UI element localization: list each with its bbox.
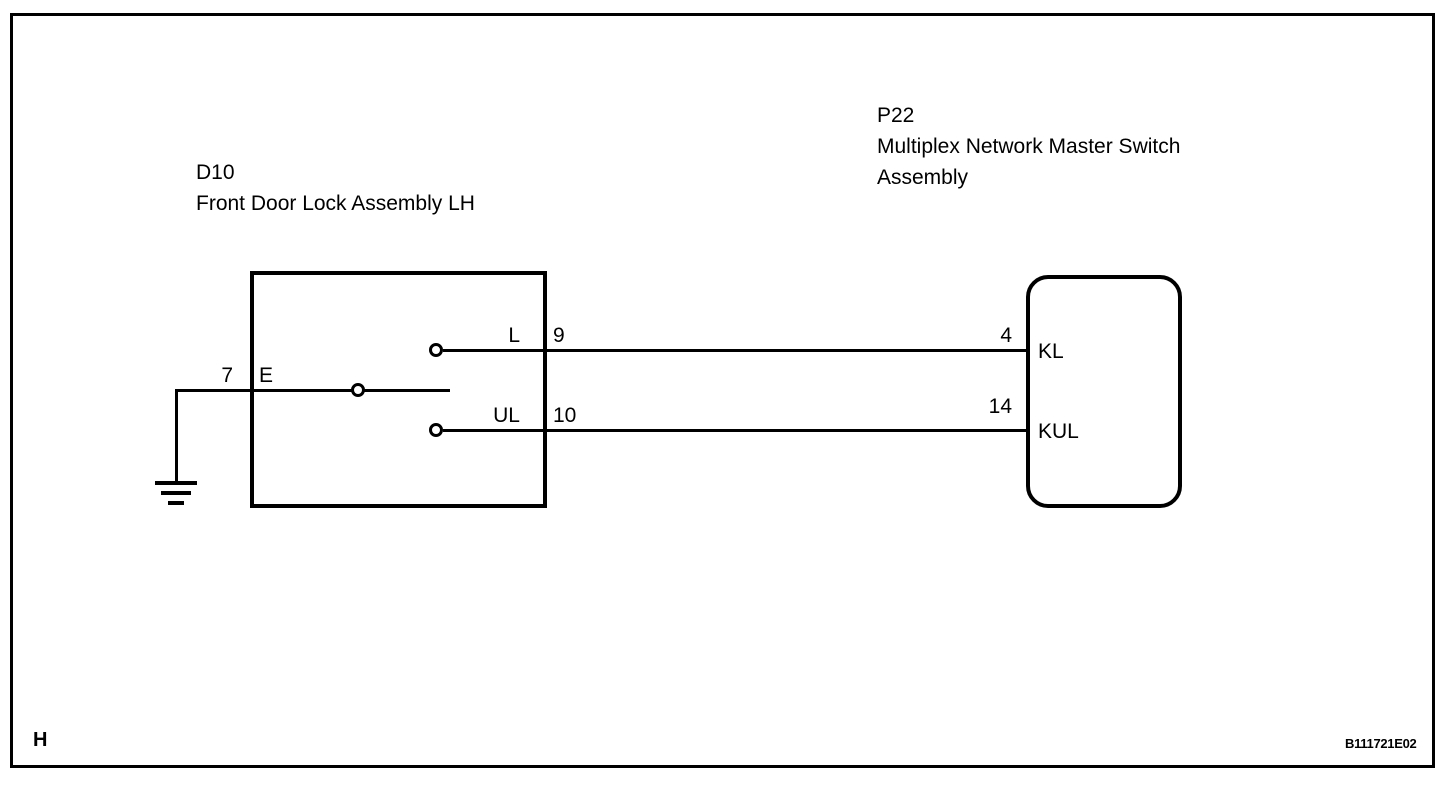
switch-contact-terminal-ul (429, 423, 443, 437)
terminal-name-e: E (259, 364, 274, 387)
diagram-frame (10, 13, 1435, 768)
pin-number-10: 10 (553, 404, 577, 427)
pin-number-7: 7 (221, 364, 233, 387)
pin-number-14: 14 (988, 395, 1012, 418)
wire-ground-stem (175, 389, 178, 483)
terminal-name-ul: UL (493, 404, 520, 427)
component-label-d10: D10 Front Door Lock Assembly LH (196, 161, 475, 215)
wire-ul-to-kul (443, 429, 1030, 432)
wire-l-to-kl (443, 349, 1030, 352)
terminal-name-kul: KUL (1038, 420, 1079, 443)
pin-number-9: 9 (553, 324, 565, 347)
component-box-p22 (1026, 275, 1182, 508)
figure-code: B111721E02 (1345, 736, 1417, 751)
ground-bar-1 (155, 481, 197, 485)
terminal-name-kl: KL (1038, 340, 1064, 363)
wire-ground-to-pin7 (175, 389, 450, 392)
switch-contact-terminal-l (429, 343, 443, 357)
terminal-name-l: L (508, 324, 520, 347)
switch-common-contact-terminal (351, 383, 365, 397)
ground-bar-2 (161, 491, 191, 495)
sheet-marker: H (33, 729, 48, 751)
component-label-p22: P22 Multiplex Network Master Switch Asse… (877, 104, 1181, 189)
ground-bar-3 (168, 501, 184, 505)
pin-number-4: 4 (1000, 324, 1012, 347)
